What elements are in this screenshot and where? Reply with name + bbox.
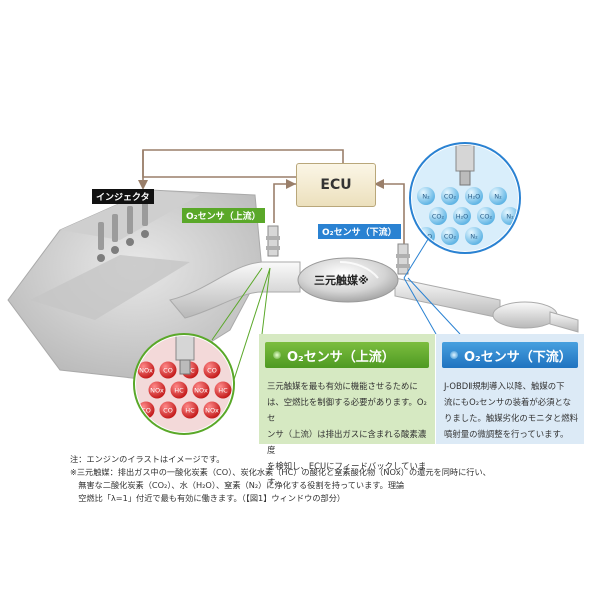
molecule-bubble (429, 207, 447, 225)
molecule-bubble (214, 381, 232, 399)
molecule-bubble (453, 207, 471, 225)
molecule-label: CO (207, 367, 217, 375)
molecule-label: HC (218, 387, 228, 395)
ecu-box: ECU (296, 163, 376, 207)
molecule-label: CO (163, 407, 173, 415)
upstream-panel-text: 三元触媒を最も有効に機能させるために は、空燃比を制御する必要があります。O₂セ… (267, 378, 429, 490)
molecule-bubble (203, 401, 221, 419)
molecule-bubble (441, 187, 459, 205)
molecule-bubble (465, 227, 483, 245)
molecule-label: NOx (139, 367, 153, 375)
footnotes: 注：エンジンのイラストはイメージです。 ※三元触媒：排出ガス中の一酸化炭素（CO… (70, 453, 590, 505)
zoom-lines-upstream (211, 267, 271, 393)
system-diagram: NOxCOHCCONOxHCNOxHCCOCOHCNOx N₂CO₂H₂ON₂C… (7, 142, 579, 435)
bullet-icon (273, 351, 281, 359)
o2-downstream-label: O₂センサ（下流） (318, 224, 401, 239)
molecule-label: HC (174, 387, 184, 395)
molecule-bubble (159, 401, 177, 419)
molecule-label: NOx (205, 407, 219, 415)
molecule-label: CO₂ (444, 193, 457, 201)
molecule-label: H₂O (468, 193, 481, 201)
molecule-bubble (137, 361, 155, 379)
molecule-bubble (192, 381, 210, 399)
text-line: を検知し、ECUにフィードバックしています。 (267, 461, 427, 487)
text-line: 噴射量の微調整を行っています。 (444, 429, 569, 439)
molecule-label: CO₂ (432, 213, 445, 221)
text-line: は、空燃比を制御する必要があります。O₂セ (267, 397, 427, 423)
note-line: 空燃比「λ=1」付近で最も有効に働きます。（【図1】ウィンドウの部分） (70, 493, 346, 503)
text-line: 三元触媒を最も有効に機能させるために (267, 381, 418, 391)
molecule-bubble (170, 381, 188, 399)
molecule-bubble (181, 401, 199, 419)
text-line: 流にもO₂センサの装着が必須とな (444, 397, 571, 407)
bullet-icon (450, 351, 458, 359)
upstream-magnifier: NOxCOHCCONOxHCNOxHCCOCOHCNOx (133, 333, 235, 435)
molecule-label: NOx (150, 387, 164, 395)
note-line: 注：エンジンのイラストはイメージです。 (70, 454, 225, 464)
molecule-label: N₂ (506, 213, 514, 221)
molecule-bubble (159, 361, 177, 379)
molecule-bubble (203, 361, 221, 379)
upstream-info-panel: O₂センサ（上流） 三元触媒を最も有効に機能させるために は、空燃比を制御する必… (259, 334, 435, 487)
arrow-heads (138, 179, 384, 190)
upstream-panel-title: O₂センサ（上流） (287, 349, 395, 365)
molecule-label: HC (185, 407, 195, 415)
note-line: 無害な二酸化炭素（CO₂）、水（H₂O）、窒素（N₂）に浄化する役割を持っていま… (70, 480, 405, 490)
molecule-label: CO₂ (444, 233, 457, 241)
molecule-label: CO₂ (480, 213, 493, 221)
molecule-bubble (417, 187, 435, 205)
molecule-bubble (489, 187, 507, 205)
downstream-panel-header: O₂センサ（下流） (442, 342, 578, 368)
text-line: りました。触媒劣化のモニタと燃料 (444, 413, 578, 423)
downstream-panel-title: O₂センサ（下流） (464, 349, 572, 365)
downstream-info-panel: O₂センサ（下流） J-OBDⅡ規制導入以降、触媒の下 流にもO₂センサの装着が… (436, 334, 584, 444)
o2-sensor-upstream-icon (266, 225, 280, 257)
molecule-label: NOx (194, 387, 208, 395)
note-line: ※三元触媒：排出ガス中の一酸化炭素（CO）、炭化水素（HC）の酸化と窒素酸化物（… (70, 467, 491, 477)
upstream-panel-header: O₂センサ（上流） (265, 342, 429, 368)
molecule-bubble (441, 227, 459, 245)
o2-sensor-downstream-icon (396, 243, 410, 275)
downstream-magnifier: N₂CO₂H₂ON₂CO₂H₂OCO₂N₂H₂OCO₂N₂ (409, 142, 521, 254)
text-line: ンサ（上流）は排出ガスに含まれる酸素濃度 (267, 429, 427, 455)
molecule-label: N₂ (470, 233, 478, 241)
molecule-label: H₂O (456, 213, 469, 221)
molecule-label: N₂ (422, 193, 430, 201)
engine-illustration (7, 189, 263, 381)
molecule-label: CO (141, 407, 151, 415)
injector-label: インジェクタ (92, 189, 154, 204)
molecule-bubble (477, 207, 495, 225)
o2-upstream-label: O₂センサ（上流） (182, 208, 265, 223)
molecule-bubble (148, 381, 166, 399)
zoom-lines-downstream (403, 235, 461, 335)
molecule-label: N₂ (494, 193, 502, 201)
catalyst-label: 三元触媒※ (314, 274, 369, 287)
downstream-panel-text: J-OBDⅡ規制導入以降、触媒の下 流にもO₂センサの装着が必須とな りました。… (444, 378, 578, 442)
text-line: J-OBDⅡ規制導入以降、触媒の下 (444, 381, 565, 391)
molecule-bubble (465, 187, 483, 205)
molecule-label: CO (163, 367, 173, 375)
